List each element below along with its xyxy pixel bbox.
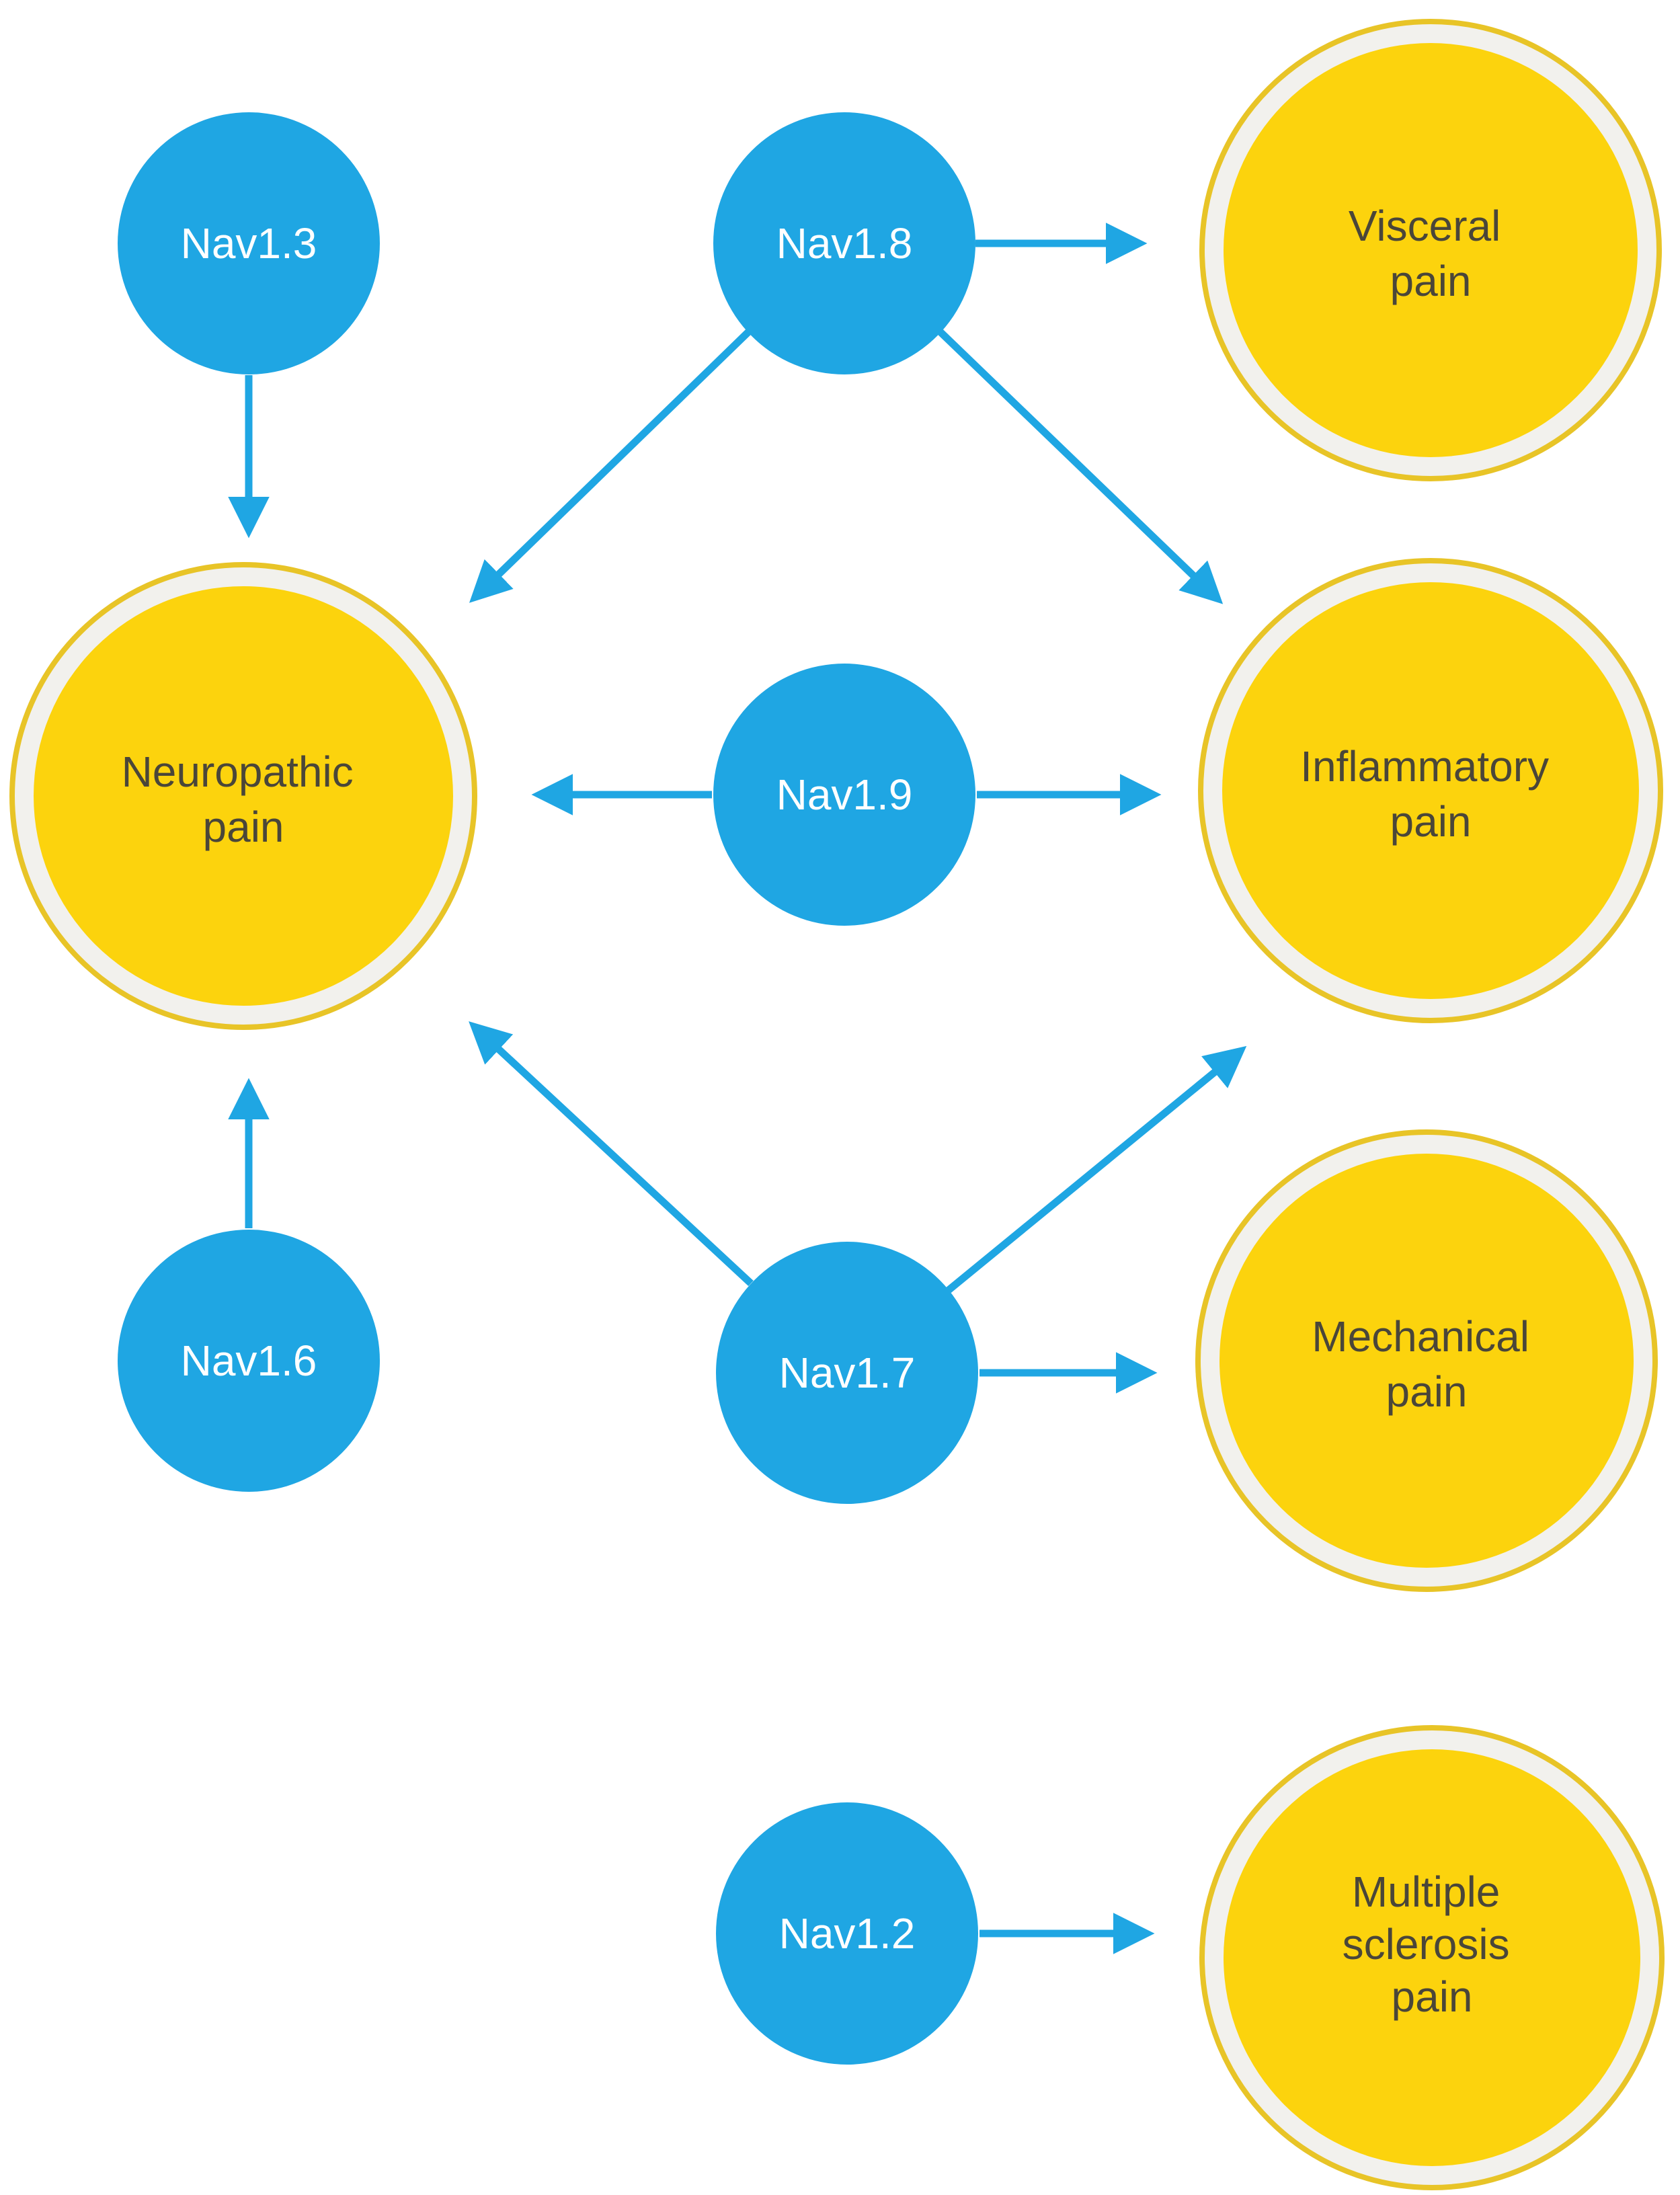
nav1-8-label: Nav1.8 bbox=[776, 219, 913, 268]
node-neuropathic-pain: Neuropathic pain bbox=[9, 562, 477, 1030]
nav1-6-label: Nav1.6 bbox=[181, 1336, 317, 1385]
neuropathic-pain-circle bbox=[34, 586, 453, 1006]
nav1-3-label: Nav1.3 bbox=[181, 219, 317, 268]
node-nav1-9: Nav1.9 bbox=[713, 664, 975, 926]
node-multiple-sclerosis-pain: Multiple sclerosis pain bbox=[1199, 1725, 1665, 2190]
node-nav1-6: Nav1.6 bbox=[118, 1230, 380, 1492]
node-nav1-3: Nav1.3 bbox=[118, 112, 380, 374]
mechanical-pain-label: Mechanical pain bbox=[1312, 1312, 1542, 1416]
mechanical-pain-circle bbox=[1219, 1154, 1634, 1568]
nav1-2-circle bbox=[716, 1802, 978, 2065]
nav1-7-label: Nav1.7 bbox=[779, 1349, 916, 1397]
arrow-nav18-inflammatory bbox=[938, 329, 1224, 604]
nav1-7-circle bbox=[716, 1242, 978, 1504]
nav1-9-label: Nav1.9 bbox=[776, 770, 913, 819]
visceral-pain-label: Visceral pain bbox=[1349, 202, 1513, 305]
pain-nodes: Visceral pain Neuropathic pain Inflammat… bbox=[9, 19, 1665, 2190]
node-nav1-2: Nav1.2 bbox=[716, 1802, 978, 2065]
inflammatory-pain-label: Inflammatory pain bbox=[1300, 742, 1561, 846]
node-inflammatory-pain: Inflammatory pain bbox=[1198, 558, 1663, 1023]
channel-nodes: Nav1.3 Nav1.8 Nav1.9 Nav1.6 Nav1.7 Nav1. bbox=[118, 112, 978, 2065]
nav1-2-label: Nav1.2 bbox=[779, 1909, 916, 1958]
multiple-sclerosis-pain-circle bbox=[1224, 1749, 1640, 2166]
multiple-sclerosis-pain-label: Multiple sclerosis pain bbox=[1343, 1868, 1522, 2021]
arrow-nav18-neuropathic bbox=[469, 329, 751, 603]
arrow-nav17-neuropathic bbox=[469, 1021, 754, 1287]
nav1-9-circle bbox=[713, 664, 975, 926]
edges bbox=[228, 223, 1247, 1954]
nav1-8-circle bbox=[713, 112, 975, 374]
neuropathic-pain-label: Neuropathic pain bbox=[122, 748, 366, 851]
arrow-nav17-inflammatory bbox=[946, 1045, 1247, 1293]
node-nav1-8: Nav1.8 bbox=[713, 112, 975, 374]
node-nav1-7: Nav1.7 bbox=[716, 1242, 978, 1504]
node-visceral-pain: Visceral pain bbox=[1199, 19, 1662, 481]
inflammatory-pain-circle bbox=[1222, 582, 1639, 999]
node-mechanical-pain: Mechanical pain bbox=[1195, 1129, 1658, 1592]
nav1-3-circle bbox=[118, 112, 380, 374]
visceral-pain-circle bbox=[1224, 43, 1638, 457]
nav1-6-circle bbox=[118, 1230, 380, 1492]
